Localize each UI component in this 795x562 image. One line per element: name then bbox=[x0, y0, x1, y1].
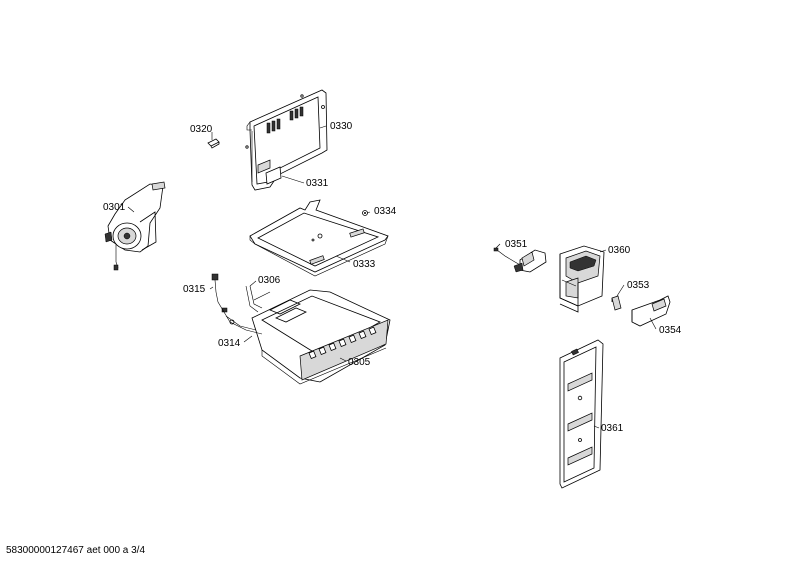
label-0334: 0334 bbox=[374, 206, 397, 217]
label-0314: 0314 bbox=[218, 338, 241, 349]
label-0353: 0353 bbox=[627, 280, 650, 291]
label-0315: 0315 bbox=[183, 284, 206, 295]
part-0354-lever bbox=[631, 295, 671, 327]
part-0361-vertical-panel bbox=[559, 339, 604, 489]
label-0306: 0306 bbox=[258, 275, 281, 286]
label-0351: 0351 bbox=[505, 239, 528, 250]
part-0305-main-box bbox=[251, 289, 391, 385]
label-0320: 0320 bbox=[190, 124, 213, 135]
part-0314-wiring bbox=[221, 307, 263, 335]
part-0360-control-housing bbox=[559, 245, 605, 313]
label-0301: 0301 bbox=[103, 202, 126, 213]
label-0354: 0354 bbox=[659, 325, 682, 336]
part-0333-tray-cover bbox=[249, 199, 389, 277]
part-0301-fan-unit bbox=[104, 181, 166, 271]
part-0353-cap bbox=[611, 295, 622, 311]
label-0361: 0361 bbox=[601, 423, 624, 434]
part-0351-sensor bbox=[493, 247, 547, 273]
document-footer-id: 58300000127467 aet 000 a 3/4 bbox=[6, 545, 146, 556]
label-0360: 0360 bbox=[608, 245, 631, 256]
label-0305: 0305 bbox=[348, 357, 371, 368]
part-0306-heater-wire bbox=[245, 285, 271, 313]
part-0315-connector bbox=[211, 273, 225, 313]
part-0320-clip bbox=[207, 138, 220, 149]
label-0331: 0331 bbox=[306, 178, 329, 189]
leader-lines bbox=[127, 125, 657, 429]
part-0330-cover-plate bbox=[245, 89, 328, 191]
label-0333: 0333 bbox=[353, 259, 376, 270]
label-0330: 0330 bbox=[330, 121, 353, 132]
part-0334-screw bbox=[362, 210, 368, 216]
